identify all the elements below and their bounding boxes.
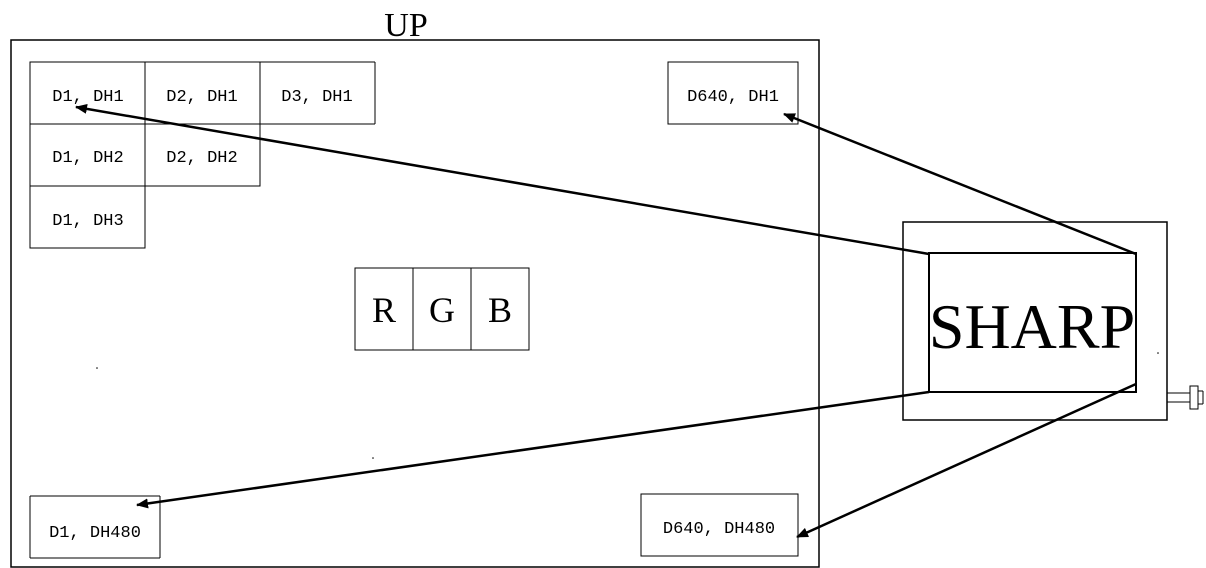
cell-label: D1, DH2 [52,149,123,168]
arrow-to-d640-dh1 [783,112,1137,256]
pixel-cell-d1-dh2: D1, DH2 [29,123,146,187]
pixel-cell-d1-dh480: D1, DH480 [29,495,161,559]
module-panel [928,252,1137,393]
cell-label: D1, DH3 [52,212,123,231]
sharp-module: SHARP [902,221,1204,421]
arrow-to-d1-dh480 [136,390,930,509]
arrow-to-d640-dh480 [796,382,1137,539]
rgb-subpixel-group: R G B [354,267,530,351]
subpixel-label-g: G [429,290,455,330]
pixel-cell-d640-dh480: D640, DH480 [640,493,799,557]
cell-label: D640, DH1 [687,88,779,107]
screen-frame [10,39,820,568]
speck [96,367,98,369]
speck [1157,352,1159,354]
arrow-to-d1-dh1 [75,103,930,256]
subpixel-label-b: B [488,290,512,330]
pixel-cell-d1-dh3: D1, DH3 [29,185,146,249]
cell-label: D640, DH480 [663,520,775,539]
module-outer-frame [902,221,1168,421]
speck [372,457,374,459]
cell-label: D3, DH1 [281,88,352,107]
cell-label: D1, DH480 [49,524,141,543]
pixel-cell-d2-dh2: D2, DH2 [144,123,261,187]
up-label: UP [384,7,427,44]
pixel-cell-d3-dh1: D3, DH1 [260,61,376,125]
brand-label: SHARP [929,291,1135,362]
subpixel-blue [470,267,530,351]
pixel-cell-d640-dh1: D640, DH1 [667,61,799,125]
cell-label: D2, DH2 [166,149,237,168]
pixel-cell-d2-dh1: D2, DH1 [144,61,261,125]
cell-label: D1, DH1 [52,88,123,107]
connector-icon [1167,385,1204,410]
subpixel-label-r: R [372,290,396,330]
cell-label: D2, DH1 [166,88,237,107]
